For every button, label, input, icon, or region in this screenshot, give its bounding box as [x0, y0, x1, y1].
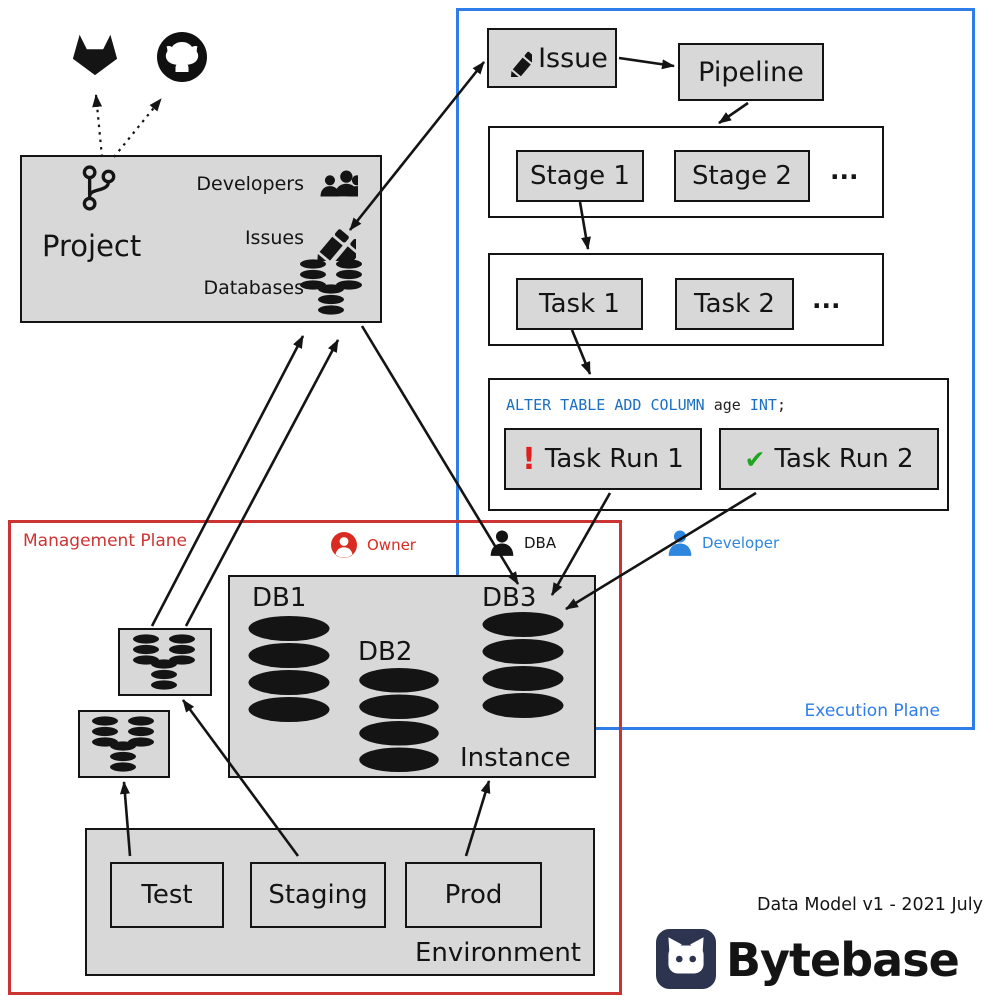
github-icon — [156, 31, 208, 83]
task-run-1-box: ! Task Run 1 — [504, 428, 702, 490]
instance-box: DB1 DB2 DB3 Instance — [228, 575, 596, 778]
bytebase-logo — [656, 929, 716, 989]
error-icon: ! — [522, 441, 536, 477]
databases-icon — [298, 259, 366, 317]
env-prod-box: Prod — [405, 862, 542, 928]
tasks-ellipsis: ... — [812, 285, 841, 314]
issue-pencil-icon — [496, 39, 532, 77]
role-developer: Developer — [667, 529, 779, 557]
env-test-label: Test — [141, 880, 193, 910]
env-test-box: Test — [110, 862, 224, 928]
arrow-branch-to-github — [113, 98, 162, 158]
db-group-box-2 — [78, 710, 170, 778]
sql-statement: ALTER TABLE ADD COLUMN age INT; — [506, 396, 786, 414]
role-owner: Owner — [330, 531, 416, 559]
owner-label: Owner — [367, 536, 416, 554]
dba-icon — [489, 529, 515, 557]
stage-2-label: Stage 2 — [692, 161, 792, 191]
env-staging-box: Staging — [250, 862, 386, 928]
task-2-label: Task 2 — [694, 289, 775, 319]
task-runs-container: ALTER TABLE ADD COLUMN age INT; ! Task R… — [488, 378, 949, 511]
sql-keywords: ALTER TABLE ADD COLUMN — [506, 396, 714, 414]
db2-label: DB2 — [358, 637, 413, 667]
stage-1-box: Stage 1 — [516, 150, 644, 202]
stages-container: Stage 1 Stage 2 ... — [488, 126, 884, 218]
version-note: Data Model v1 - 2021 July — [757, 895, 983, 915]
sql-semicolon: ; — [776, 396, 786, 414]
task-run-2-label: Task Run 2 — [774, 444, 914, 474]
stage-1-label: Stage 1 — [530, 161, 630, 191]
issue-label: Issue — [538, 42, 608, 74]
dba-label: DBA — [524, 534, 557, 552]
task-1-box: Task 1 — [516, 278, 643, 330]
role-dba: DBA — [489, 529, 556, 557]
instance-label: Instance — [460, 743, 571, 773]
pipeline-label: Pipeline — [698, 56, 804, 88]
gitlab-icon — [70, 30, 120, 78]
brand-name: Bytebase — [726, 933, 960, 987]
execution-plane-label: Execution Plane — [804, 701, 940, 721]
success-icon: ✔ — [744, 444, 766, 474]
db2-stack-icon — [356, 667, 442, 773]
db1-label: DB1 — [252, 583, 307, 613]
task-run-1-label: Task Run 1 — [544, 444, 684, 474]
environment-label: Environment — [414, 938, 581, 968]
db-group-box-1 — [118, 628, 212, 696]
sql-type: INT — [749, 396, 777, 414]
stage-2-box: Stage 2 — [674, 150, 810, 202]
developer-label: Developer — [702, 534, 780, 552]
db-group-1-icon — [130, 634, 200, 692]
arrow-branch-to-gitlab — [92, 94, 104, 158]
project-row-issues: Issues — [244, 227, 304, 249]
db3-label: DB3 — [482, 583, 537, 613]
env-prod-label: Prod — [444, 880, 503, 910]
task-1-label: Task 1 — [539, 289, 620, 319]
env-staging-label: Staging — [268, 880, 368, 910]
project-row-databases: Databases — [203, 277, 304, 299]
project-row-developers: Developers — [196, 173, 304, 195]
developers-icon — [312, 169, 358, 199]
pipeline-box: Pipeline — [678, 43, 824, 101]
git-branch-icon — [80, 165, 116, 211]
db1-stack-icon — [246, 615, 332, 723]
management-plane-label: Management Plane — [23, 531, 188, 551]
owner-icon — [331, 532, 357, 558]
db-group-2-icon — [89, 716, 159, 774]
db3-stack-icon — [480, 611, 566, 719]
tasks-container: Task 1 Task 2 ... — [488, 253, 884, 346]
task-run-2-box: ✔ Task Run 2 — [719, 428, 939, 490]
issue-box: Issue — [487, 28, 617, 88]
sql-identifier: age — [713, 396, 750, 414]
project-box: Project Developers Issues Databases — [20, 155, 382, 323]
stages-ellipsis: ... — [830, 156, 859, 185]
issues-icon — [302, 213, 356, 261]
project-title: Project — [42, 229, 142, 263]
environment-box: Test Staging Prod Environment — [85, 828, 595, 976]
task-2-box: Task 2 — [675, 278, 794, 330]
developer-icon — [667, 529, 693, 557]
